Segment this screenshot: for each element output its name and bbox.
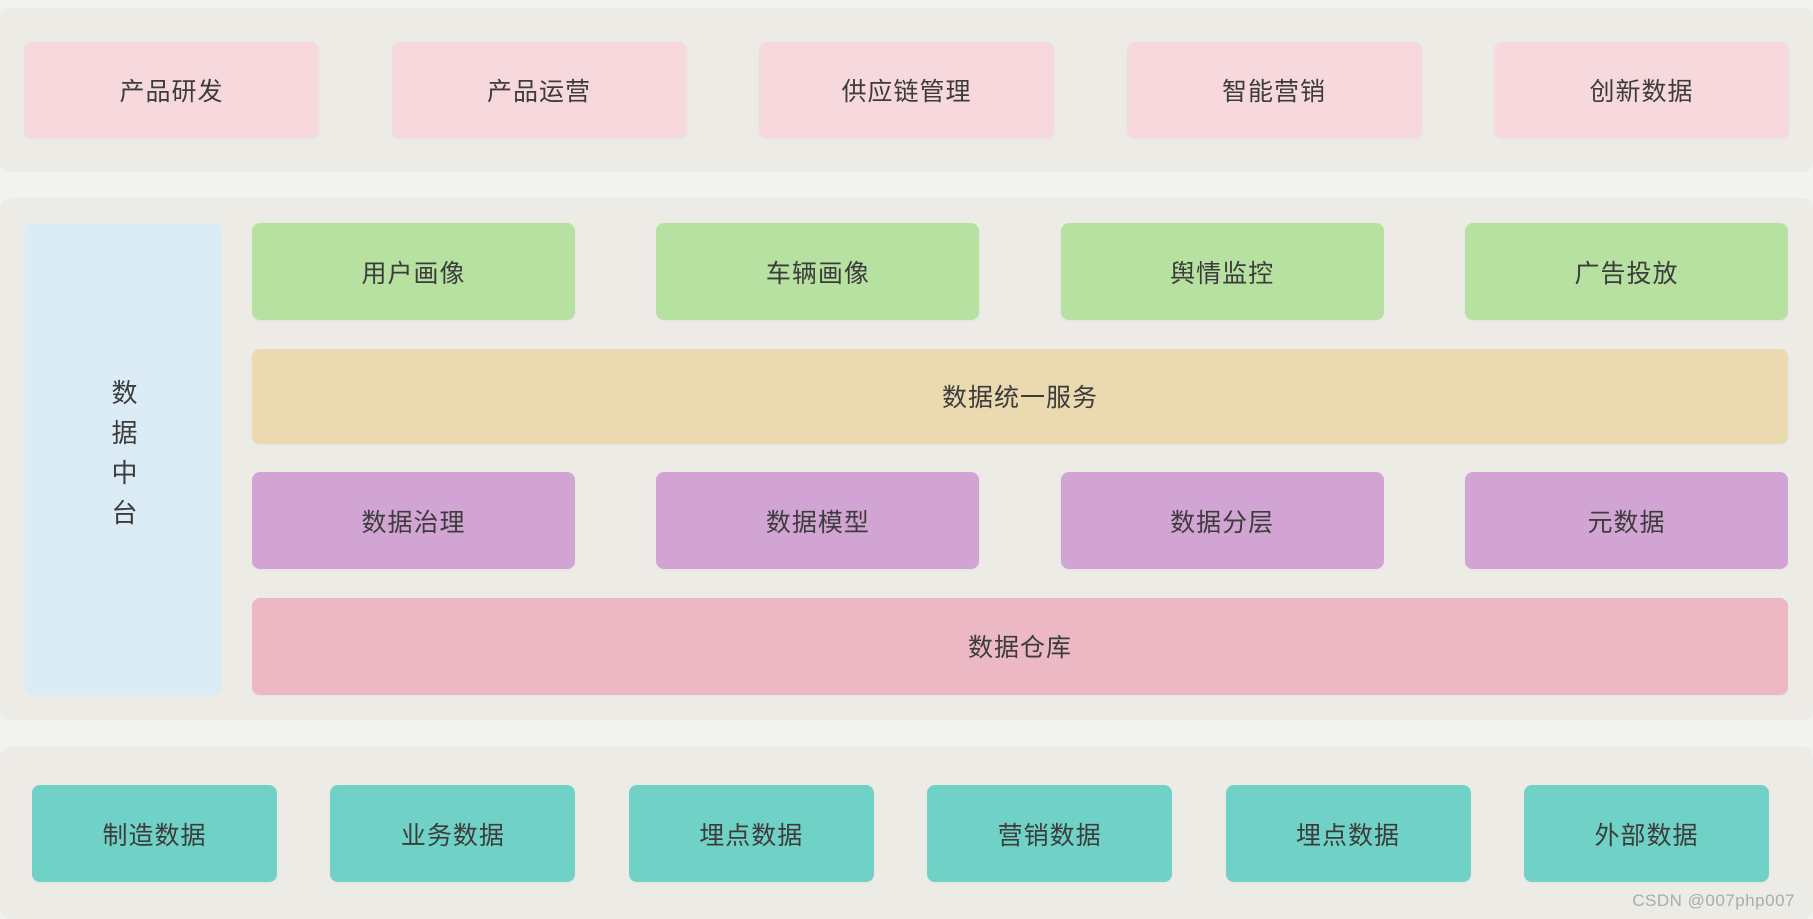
source-box-tracking-data-2: 埋点数据 (1225, 785, 1471, 882)
top-band: 产品研发 产品运营 供应链管理 智能营销 创新数据 (0, 8, 1813, 172)
top-box-smart-marketing: 智能营销 (1126, 42, 1422, 138)
middle-band-content: 用户画像 车辆画像 舆情监控 广告投放 数据统一服务 数据治理 数据模型 数据分… (252, 223, 1788, 695)
app-boxes-row: 用户画像 车辆画像 舆情监控 广告投放 (252, 223, 1788, 320)
app-box-ad-delivery: 广告投放 (1464, 223, 1788, 320)
app-box-vehicle-profile: 车辆画像 (656, 223, 980, 320)
data-warehouse-bar: 数据仓库 (252, 597, 1788, 695)
gov-box-data-layering: 数据分层 (1060, 472, 1384, 570)
source-box-tracking-data-1: 埋点数据 (628, 785, 874, 882)
source-box-manufacturing-data: 制造数据 (32, 785, 277, 882)
data-platform-side-label: 数据中台 (25, 223, 222, 695)
top-box-innovation-data: 创新数据 (1494, 42, 1789, 138)
middle-band: 数据中台 用户画像 车辆画像 舆情监控 广告投放 数据统一服务 数据治理 数据模… (0, 198, 1813, 720)
governance-boxes-row: 数据治理 数据模型 数据分层 元数据 (252, 472, 1788, 570)
gov-box-metadata: 元数据 (1464, 472, 1788, 570)
csdn-watermark: CSDN @007php007 (1632, 891, 1795, 910)
source-box-marketing-data: 营销数据 (927, 785, 1173, 882)
source-box-external-data: 外部数据 (1523, 785, 1769, 882)
gov-box-data-governance: 数据治理 (252, 472, 575, 570)
gov-box-data-model: 数据模型 (656, 472, 980, 570)
top-box-product-ops: 产品运营 (391, 42, 687, 138)
unified-data-service-bar: 数据统一服务 (252, 348, 1788, 444)
source-box-business-data: 业务数据 (330, 785, 576, 882)
bottom-band: 制造数据 业务数据 埋点数据 营销数据 埋点数据 外部数据 CSDN @007p… (0, 747, 1813, 919)
top-box-supply-chain: 供应链管理 (759, 42, 1054, 138)
app-box-user-profile: 用户画像 (252, 223, 575, 320)
top-box-product-dev: 产品研发 (24, 42, 319, 138)
app-box-opinion-monitoring: 舆情监控 (1060, 223, 1384, 320)
